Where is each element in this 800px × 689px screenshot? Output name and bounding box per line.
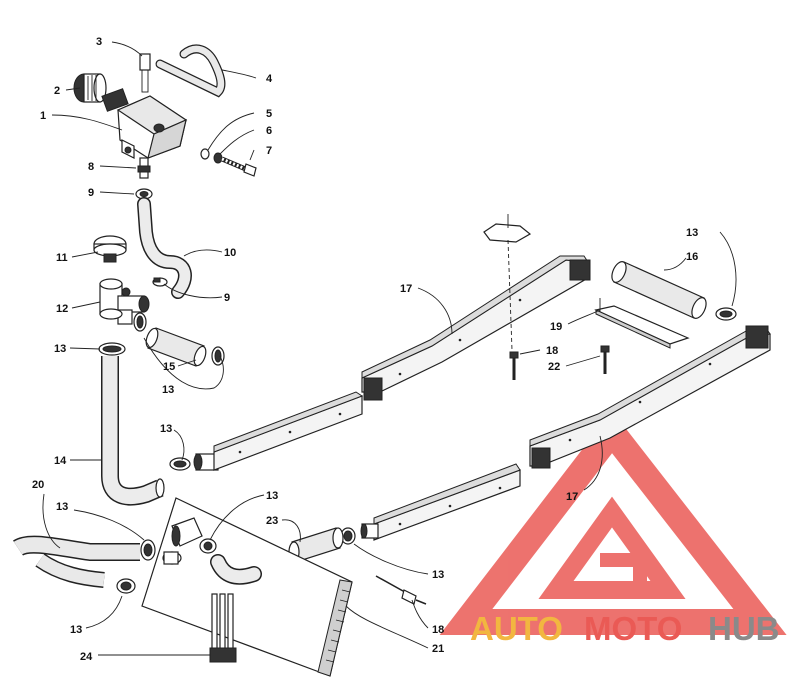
- callout-22: 22: [548, 361, 560, 373]
- callout-7: 7: [266, 145, 272, 157]
- clamp-13a: [98, 342, 126, 356]
- clamp-13g: [116, 578, 136, 594]
- clamp-13b-lower: [211, 346, 225, 366]
- clamp-13d: [140, 539, 156, 561]
- hose-20: [13, 535, 140, 588]
- callout-4: 4: [266, 73, 273, 85]
- callout-6: 6: [266, 125, 272, 137]
- radiator-cap-11: [93, 235, 127, 263]
- coolant-tank-1: [101, 88, 188, 159]
- callout-13d: 13: [56, 501, 68, 513]
- fitting-8: [137, 157, 151, 179]
- callout-12: 12: [56, 303, 68, 315]
- callout-17b: 17: [566, 491, 578, 503]
- callout-2: 2: [54, 85, 60, 97]
- callout-16: 16: [686, 251, 698, 263]
- callout-18b: 18: [546, 345, 558, 357]
- callout-13g: 13: [70, 624, 82, 636]
- callout-3: 3: [96, 36, 102, 48]
- rivet-18a: [509, 351, 519, 380]
- bracket-19: [594, 298, 690, 349]
- callout-17a: 17: [400, 283, 412, 295]
- fitting-3: [139, 53, 151, 93]
- watermark-text: AUTO MOTO HUB: [470, 610, 780, 647]
- washer-6: [213, 152, 223, 164]
- callout-10: 10: [224, 247, 236, 259]
- watermark-auto: AUTO: [470, 610, 563, 647]
- callout-9b: 9: [224, 292, 230, 304]
- clamp-9b: [152, 277, 168, 287]
- watermark-logo: [439, 410, 787, 635]
- washer-5: [200, 148, 210, 160]
- callout-23: 23: [266, 515, 278, 527]
- callout-18a: 18: [432, 624, 444, 636]
- hose-16: [611, 261, 707, 319]
- callout-19: 19: [550, 321, 562, 333]
- rail-rivets: [238, 298, 712, 526]
- filler-cap-2: [73, 73, 107, 103]
- clamp-13h: [715, 307, 737, 321]
- callout-13b: 13: [162, 384, 174, 396]
- clamp-13f: [340, 527, 356, 545]
- callout-13f: 13: [432, 569, 444, 581]
- callout-labels: 3 4 2 1 5 6 7 8 9 10 11 9 12 13 15 13 13…: [32, 36, 698, 663]
- callout-11: 11: [56, 252, 68, 264]
- hose-15: [145, 327, 207, 367]
- clamp-13e: [199, 538, 217, 554]
- callout-5: 5: [266, 108, 272, 120]
- callout-20: 20: [32, 479, 44, 491]
- callout-8: 8: [88, 161, 94, 173]
- heat-exchanger-inlet: [193, 453, 219, 471]
- radiator-21: [141, 497, 353, 677]
- callout-1: 1: [40, 110, 46, 122]
- rivet-22: [600, 345, 610, 374]
- clamp-13b-upper: [133, 312, 147, 332]
- callout-13c: 13: [160, 423, 172, 435]
- heat-exchanger-rail-right: [373, 325, 771, 541]
- elbow-fitting: [171, 517, 203, 547]
- top-clip: [483, 214, 532, 243]
- heat-exchanger-outlet: [360, 523, 379, 539]
- callout-21: 21: [432, 643, 444, 655]
- screw-18b: [375, 575, 427, 605]
- callout-14: 14: [54, 455, 67, 467]
- clamp-13c: [169, 457, 191, 471]
- thermostat-housing-12: [99, 278, 150, 325]
- callout-13h: 13: [686, 227, 698, 239]
- callout-24: 24: [80, 651, 93, 663]
- callout-13e: 13: [266, 490, 278, 502]
- center-line: [507, 239, 513, 351]
- watermark-moto: MOTO: [584, 610, 682, 647]
- watermark-hub: HUB: [708, 610, 780, 647]
- callout-15: 15: [163, 361, 175, 373]
- small-fitting: [162, 551, 182, 565]
- leader-lines: [42, 41, 737, 656]
- callout-9: 9: [88, 187, 94, 199]
- heat-exchanger-rail-left: [213, 255, 591, 471]
- bolt-7: [221, 156, 257, 177]
- callout-13a: 13: [54, 343, 66, 355]
- temperature-sensor-24: [209, 593, 237, 663]
